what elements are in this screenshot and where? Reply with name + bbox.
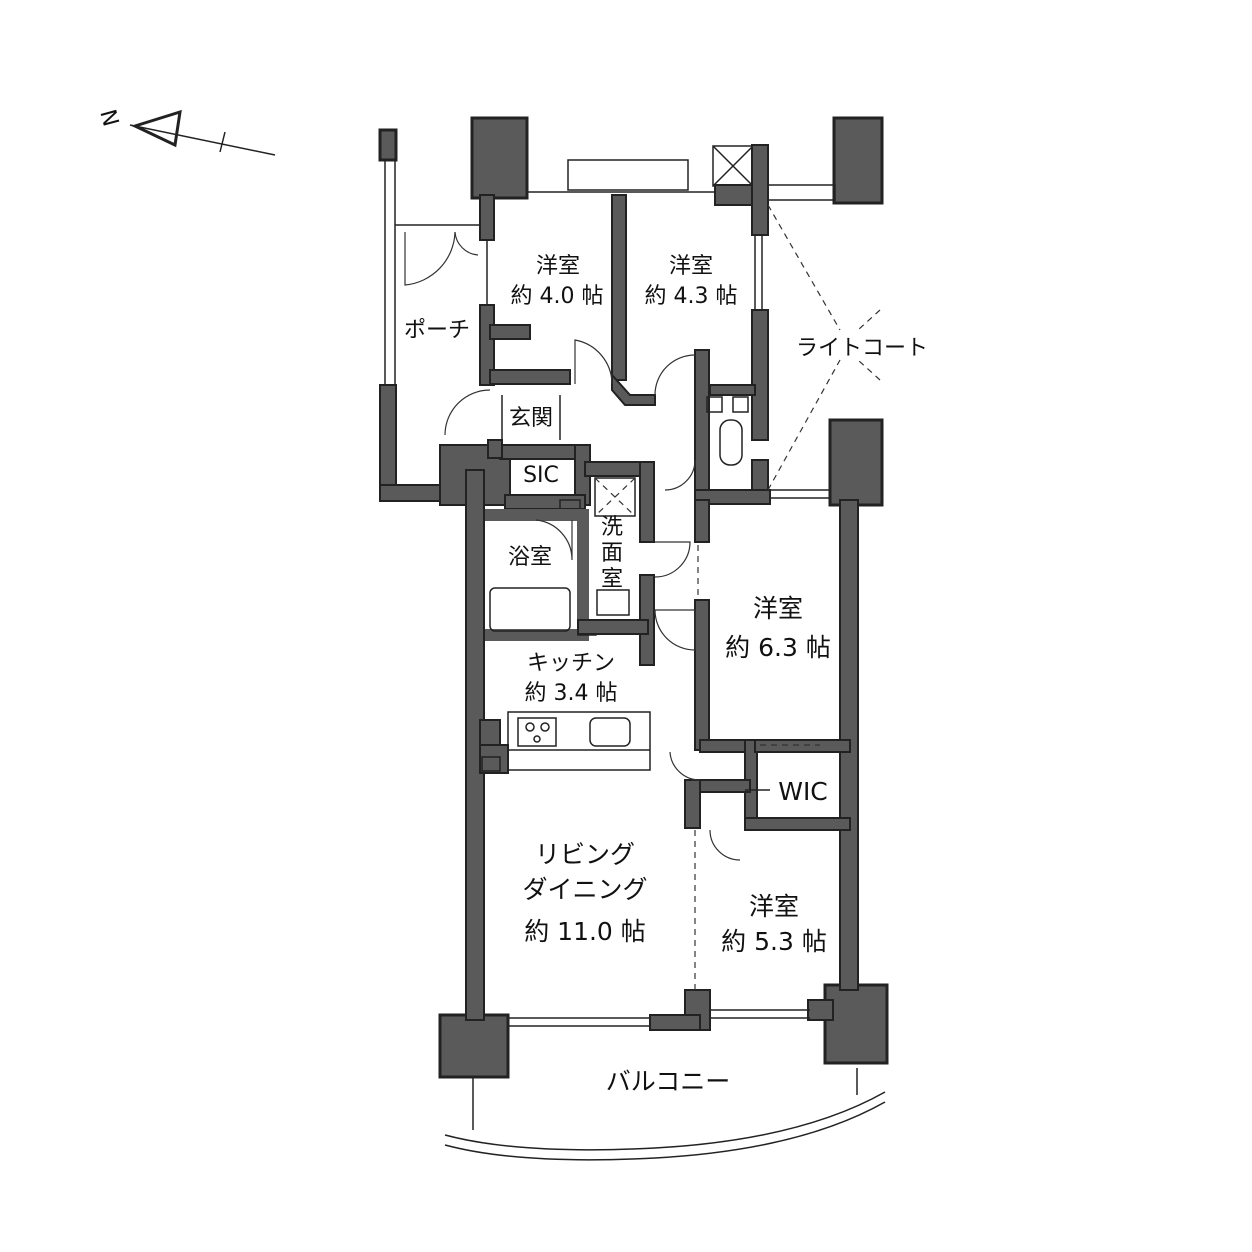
north-label: N: [94, 107, 122, 129]
balcony-label: バルコニー: [606, 1067, 731, 1096]
room-label-western-2: 洋室: [669, 254, 713, 279]
pillar-top-left: [470, 116, 529, 200]
light-court-label: ライトコート: [796, 336, 928, 361]
room-label-western-3: 洋室: [753, 594, 803, 623]
wic-label: WIC: [778, 777, 828, 806]
kitchen-counter: [507, 711, 651, 771]
kitchen-label: キッチン: [527, 651, 615, 676]
light-court-lines: [767, 204, 881, 491]
washroom-char-2: 面: [601, 541, 623, 566]
bathroom-label: 浴室: [508, 545, 552, 570]
washroom-label: 洗 面 室: [601, 515, 623, 592]
living-size: 約 11.0 帖: [524, 917, 646, 946]
toilet-icon: [719, 419, 743, 466]
room-label-western-4: 洋室: [749, 892, 799, 921]
pillar-mid-right: [828, 418, 884, 507]
pillar-bottom-right: [823, 983, 889, 1065]
kitchen-size: 約 3.4 帖: [525, 681, 618, 706]
room-size-western-4: 約 5.3 帖: [721, 927, 827, 956]
porch-label: ポーチ: [404, 318, 470, 343]
entrance-label: 玄関: [509, 406, 553, 431]
north-arrow-icon: N: [94, 107, 276, 156]
pillar-bottom-left: [438, 1013, 510, 1079]
washroom-char-1: 洗: [601, 515, 623, 540]
living-label-line2: ダイニング: [522, 875, 647, 904]
living-label-line1: リビング: [535, 840, 635, 869]
pillar-top-right: [832, 116, 884, 205]
room-size-western-1: 約 4.0 帖: [511, 284, 604, 309]
sic-label: SIC: [523, 463, 559, 488]
washroom-char-3: 室: [601, 567, 623, 592]
room-size-western-3: 約 6.3 帖: [725, 633, 831, 662]
balcony-railing: [444, 1068, 886, 1161]
room-size-western-2: 約 4.3 帖: [645, 284, 738, 309]
room-label-western-1: 洋室: [536, 254, 580, 279]
